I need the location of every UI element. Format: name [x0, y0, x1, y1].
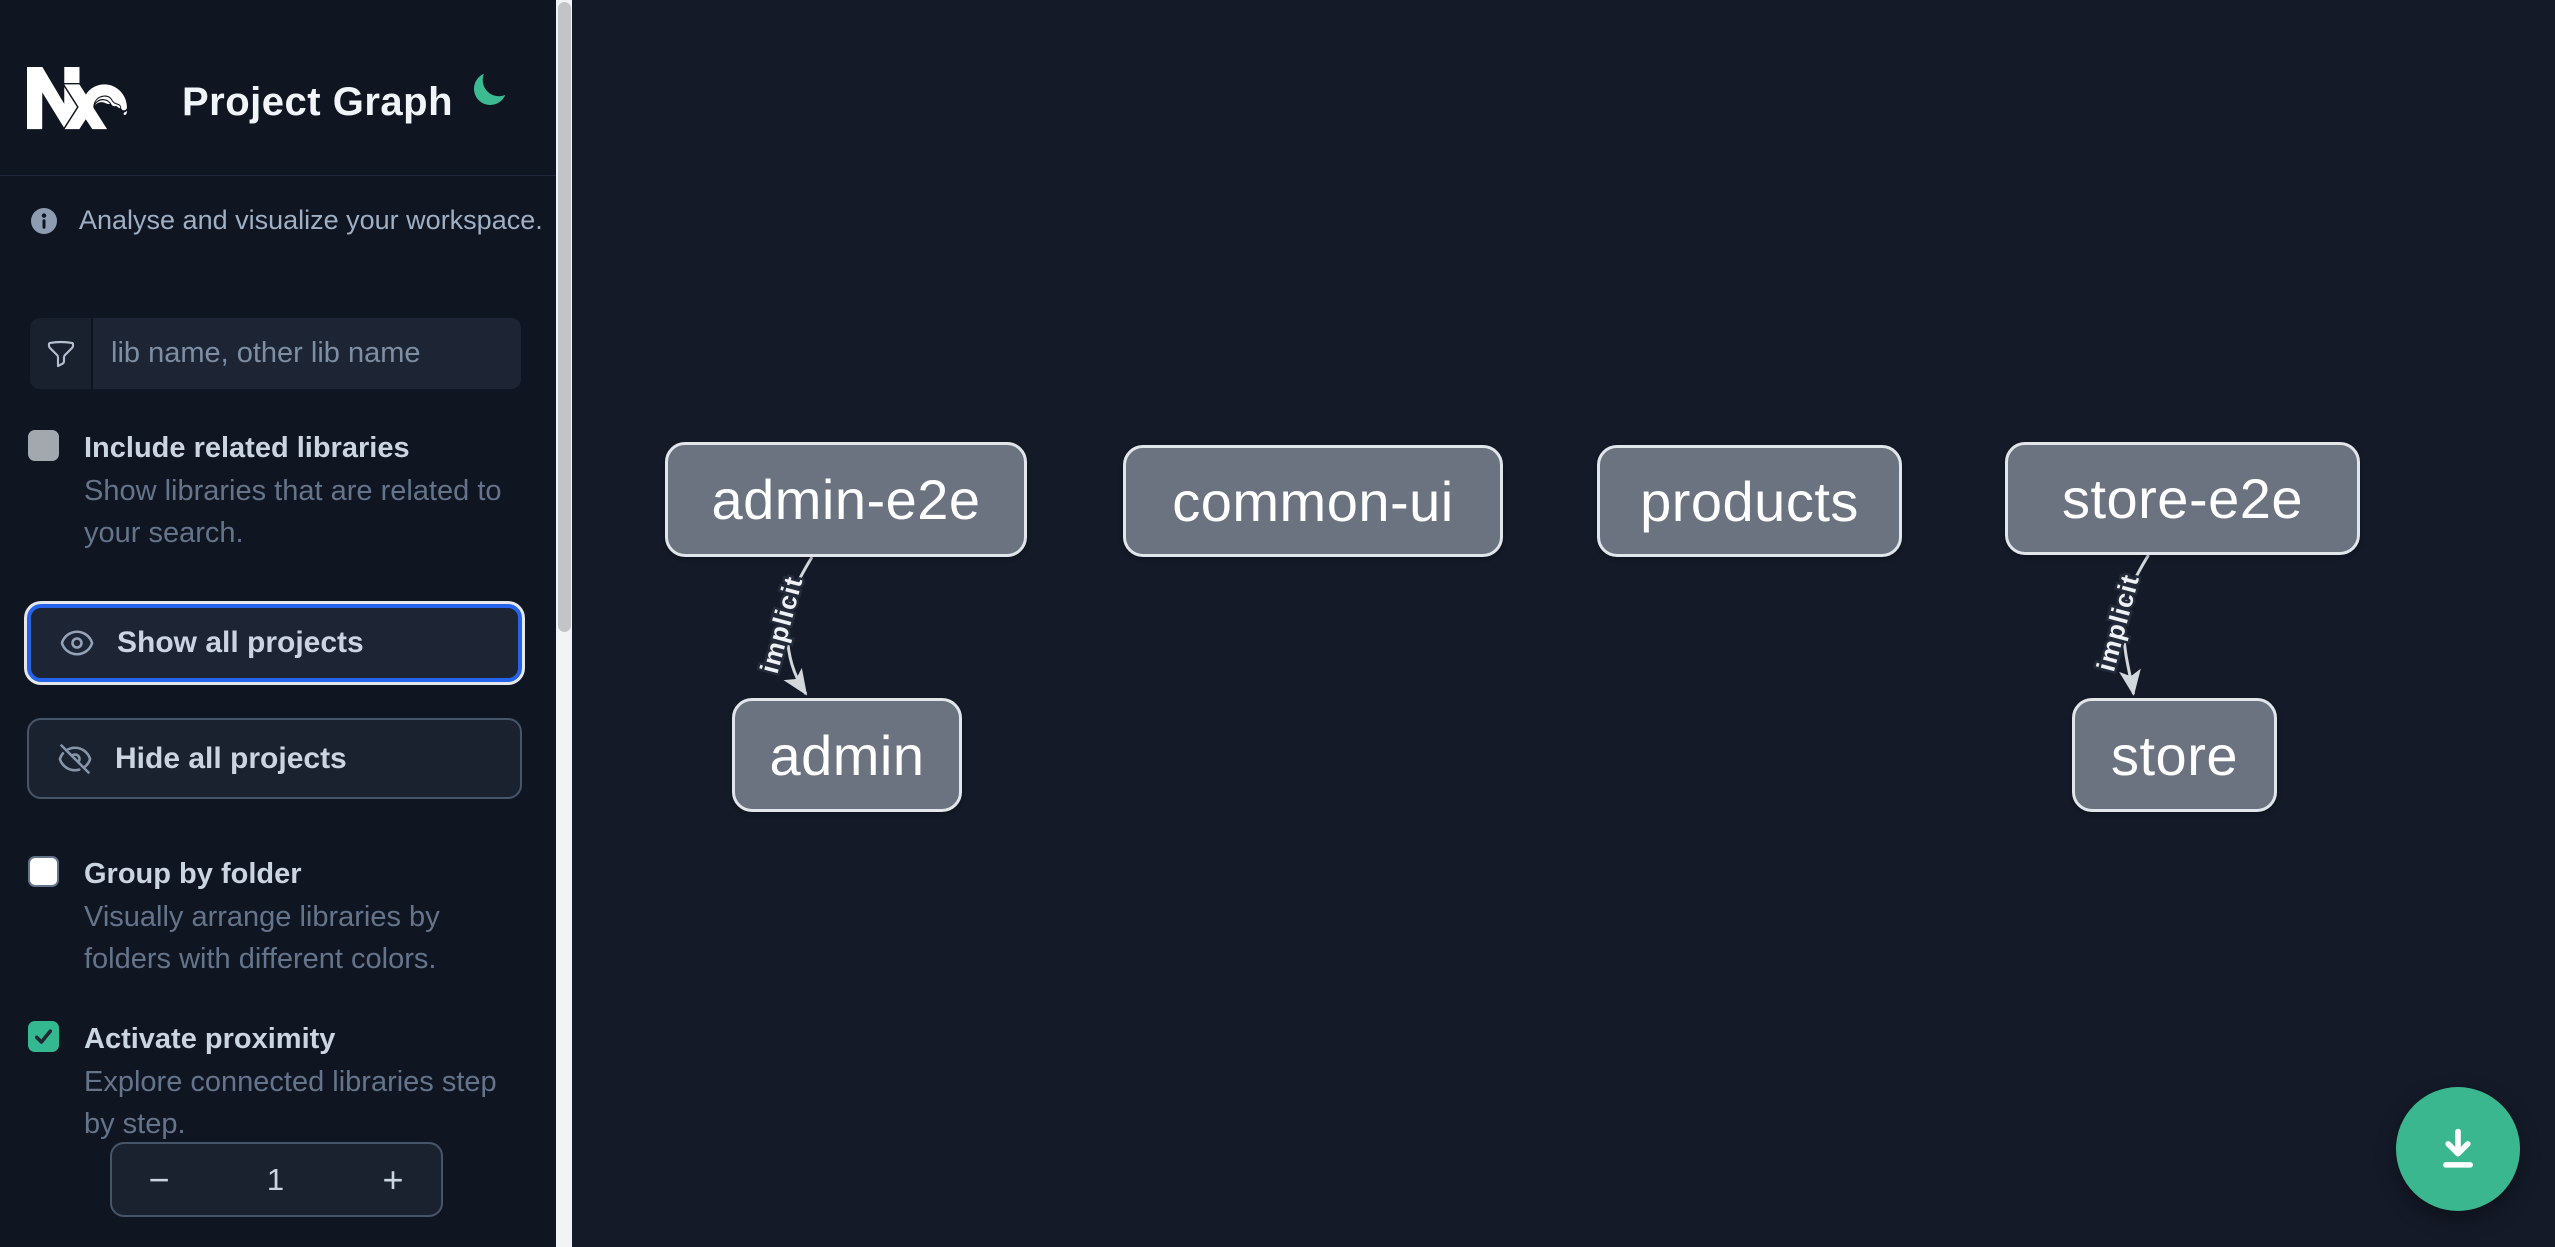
stepper-value: 1 — [266, 1161, 285, 1197]
hide-all-projects-label: Hide all projects — [115, 741, 347, 775]
nx-logo — [27, 67, 127, 130]
show-all-projects-button[interactable]: Show all projects — [27, 604, 522, 682]
graph-node-admin[interactable]: admin — [732, 698, 962, 812]
filter-icon-cell — [30, 318, 93, 389]
hide-all-projects-button[interactable]: Hide all projects — [27, 718, 522, 799]
eye-slash-icon — [58, 743, 92, 774]
sidebar-scrollbar-track[interactable] — [556, 0, 572, 1247]
sidebar: Project Graph Analyse and visualize your… — [0, 0, 556, 1247]
group-by-folder-checkbox[interactable] — [28, 856, 59, 887]
activate-proximity-label: Activate proximity — [84, 1023, 336, 1055]
graph-node-admin-e2e[interactable]: admin-e2e — [665, 442, 1027, 557]
theme-toggle-button[interactable] — [468, 70, 510, 112]
download-icon — [2443, 1128, 2473, 1168]
show-all-projects-label: Show all projects — [117, 626, 364, 659]
include-related-checkbox[interactable] — [28, 430, 59, 461]
option-group-by-folder: Group by folder Visually arrange librari… — [28, 854, 528, 980]
activate-proximity-checkbox[interactable] — [28, 1021, 59, 1052]
option-include-related: Include related libraries Show libraries… — [28, 428, 528, 554]
filter-box — [30, 318, 521, 389]
group-by-folder-description: Visually arrange libraries by folders wi… — [84, 901, 440, 975]
graph-node-store[interactable]: store — [2072, 698, 2277, 812]
graph-node-products[interactable]: products — [1597, 445, 1902, 557]
graph-node-store-e2e[interactable]: store-e2e — [2005, 442, 2360, 555]
sidebar-header: Project Graph — [0, 0, 556, 176]
info-icon — [31, 207, 57, 234]
activate-proximity-description: Explore connected libraries step by step… — [84, 1066, 497, 1140]
download-fab[interactable] — [2396, 1087, 2520, 1211]
proximity-stepper: − 1 + — [110, 1142, 443, 1217]
include-related-label: Include related libraries — [84, 432, 410, 464]
decrement-button[interactable]: − — [112, 1144, 206, 1215]
option-activate-proximity: Activate proximity Explore connected lib… — [28, 1019, 528, 1145]
sidebar-scrollbar-thumb[interactable] — [557, 2, 571, 632]
eye-icon — [60, 630, 94, 656]
funnel-icon — [47, 340, 74, 367]
tagline-text: Analyse and visualize your workspace. — [79, 205, 543, 235]
moon-icon — [474, 73, 506, 105]
filter-input[interactable] — [93, 318, 521, 389]
graph-node-common-ui[interactable]: common-ui — [1123, 445, 1503, 557]
graph-canvas[interactable] — [572, 0, 2555, 1247]
include-related-description: Show libraries that are related to your … — [84, 475, 502, 549]
checkmark-icon — [34, 1029, 53, 1044]
tagline-row: Analyse and visualize your workspace. — [31, 205, 543, 236]
group-by-folder-label: Group by folder — [84, 858, 302, 890]
increment-button[interactable]: + — [345, 1144, 441, 1215]
page-title: Project Graph — [182, 80, 454, 124]
